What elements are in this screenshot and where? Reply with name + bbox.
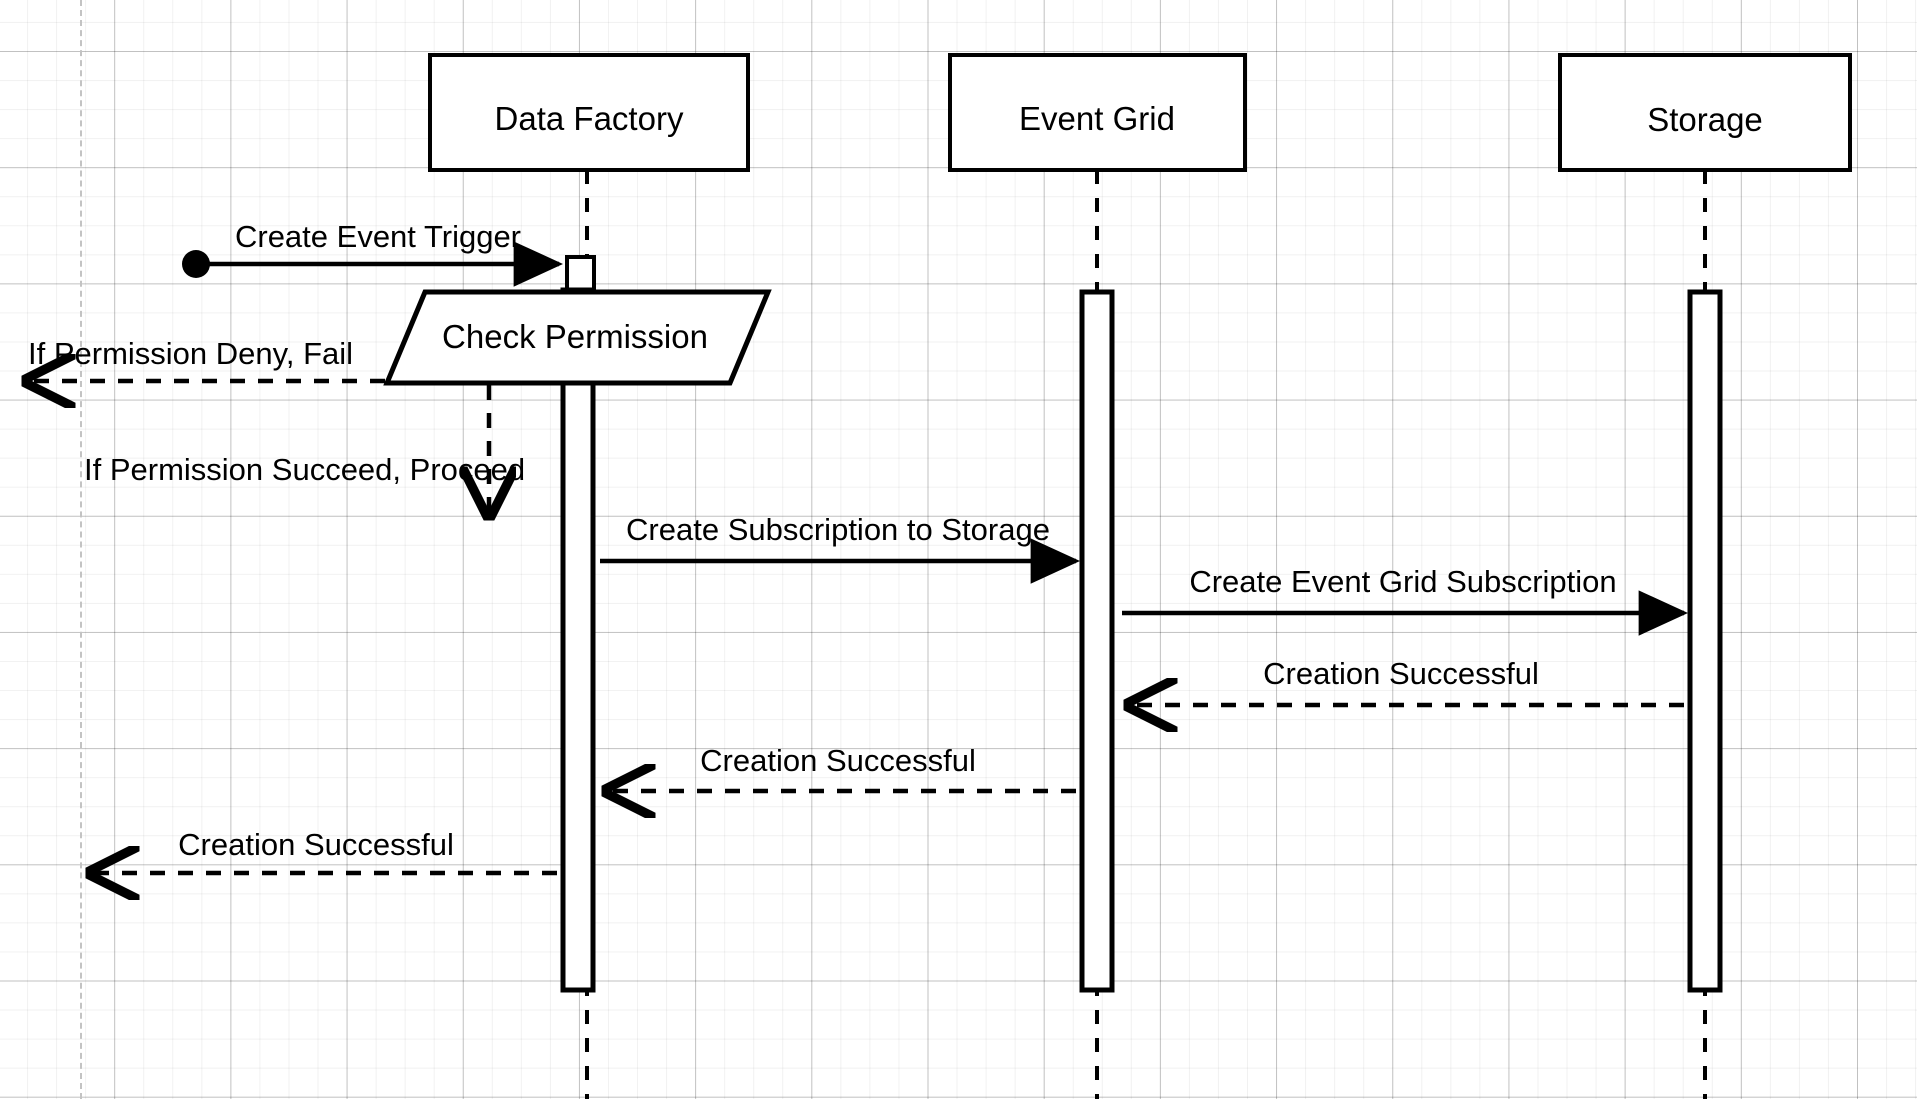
message-label-creation-successful-data-factory: Creation Successful [178,827,454,862]
participant-box-event-grid[interactable] [948,53,1247,172]
participant-label-storage: Storage [1647,101,1763,138]
message-label-permission-succeed-proceed: If Permission Succeed, Proceed [84,452,526,487]
participant-label-event-grid: Event Grid [1019,100,1175,137]
page-boundary-line [80,0,82,1099]
activation-event-grid[interactable] [1079,289,1115,993]
message-arrows [26,241,1689,873]
message-label-creation-successful-event-grid: Creation Successful [700,743,976,778]
message-label-permission-deny-fail: If Permission Deny, Fail [28,336,354,371]
activation-storage[interactable] [1687,289,1723,993]
activation-data-factory-initial[interactable] [565,255,596,292]
message-label-create-subscription-to-storage: Create Subscription to Storage [626,512,1050,547]
check-permission-parallelogram[interactable] [383,289,772,386]
message-label-create-event-trigger: Create Event Trigger [234,219,522,254]
check-permission-label: Check Permission [442,318,708,355]
participant-box-storage[interactable] [1558,53,1852,172]
activation-data-factory-main[interactable] [560,287,596,993]
participant-label-data-factory: Data Factory [494,100,684,137]
message-label-create-event-grid-subscription: Create Event Grid Subscription [1189,564,1617,599]
activation-bars [560,255,1723,993]
participant-box-data-factory[interactable] [428,53,750,172]
message-label-creation-successful-storage: Creation Successful [1263,656,1539,691]
participant-boxes [428,53,1852,172]
